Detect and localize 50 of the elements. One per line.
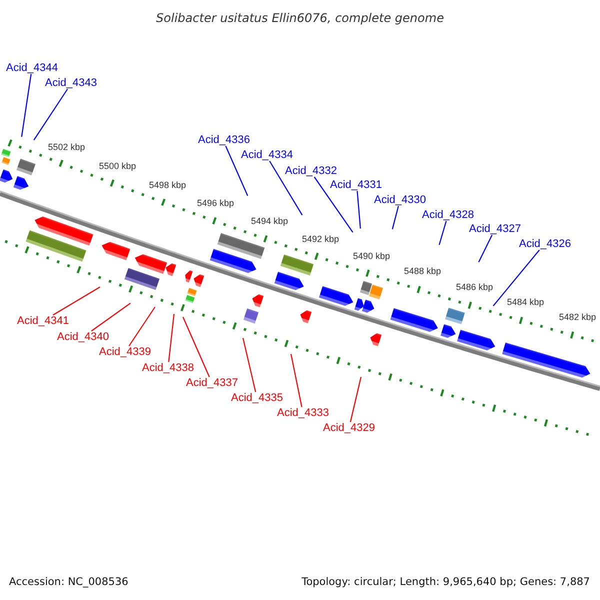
gene-label: Acid_4340: [57, 331, 109, 343]
leader-line: [350, 376, 362, 422]
gene-label: Acid_4334: [241, 149, 293, 161]
scale-label: 5498 kbp: [149, 180, 186, 190]
scale-label: 5494 kbp: [251, 216, 288, 226]
leader-line: [52, 286, 100, 316]
leader-line: [128, 306, 156, 346]
gene-label: Acid_4332: [285, 165, 337, 177]
leader-line: [356, 190, 361, 229]
gene-label: Acid_4333: [277, 407, 329, 419]
gene-label: Acid_4328: [422, 209, 474, 221]
gene-label: Acid_4341: [17, 315, 69, 327]
scale-label: 5502 kbp: [48, 142, 86, 152]
leader-line: [182, 316, 210, 378]
leader-line: [478, 234, 493, 262]
gene-label: Acid_4338: [142, 362, 194, 374]
gene-label: Acid_4329: [323, 422, 375, 434]
leader-line: [269, 160, 303, 216]
leader-line: [21, 74, 32, 137]
scale-label: 5486 kbp: [456, 282, 494, 292]
leader-line: [168, 314, 175, 362]
gene-label: Acid_4326: [519, 238, 571, 250]
scale-label: 5490 kbp: [353, 250, 390, 260]
leader-line: [392, 206, 399, 230]
gene-label: Acid_4327: [469, 223, 521, 235]
footer-text: Topology: circular; Length: 9,965,640 bp; Genes: 7,887: [302, 575, 590, 589]
scale-label: 5500 kbp: [99, 161, 136, 171]
leader-line: [225, 146, 248, 196]
gene-label: Acid_4336: [198, 134, 250, 146]
gene-label: Acid_4330: [374, 194, 426, 206]
scale-label: 5484 kbp: [507, 297, 544, 307]
scale-label: 5492 kbp: [302, 234, 340, 244]
gene-label: Acid_4331: [330, 179, 382, 191]
leader-line: [290, 354, 302, 408]
leader-line: [33, 88, 68, 140]
leader-line: [314, 176, 354, 233]
gene-label: Acid_4343: [45, 77, 97, 89]
leader-line: [492, 250, 540, 306]
gene-label: Acid_4344: [6, 62, 58, 74]
diagram-title: Solibacter usitatus Ellin6076, complete genome: [156, 10, 444, 26]
scale-label: 5488 kbp: [404, 266, 442, 276]
scale-label: 5482 kbp: [559, 312, 596, 322]
leader-line: [91, 302, 131, 332]
leader-line: [438, 220, 447, 245]
gene-label: Acid_4339: [99, 346, 151, 358]
footer-text: Accession: NC_008536: [9, 575, 128, 589]
leader-line: [242, 338, 256, 392]
gene-label: Acid_4337: [186, 377, 238, 389]
gene-label: Acid_4335: [231, 392, 283, 404]
scale-label: 5496 kbp: [197, 198, 234, 208]
